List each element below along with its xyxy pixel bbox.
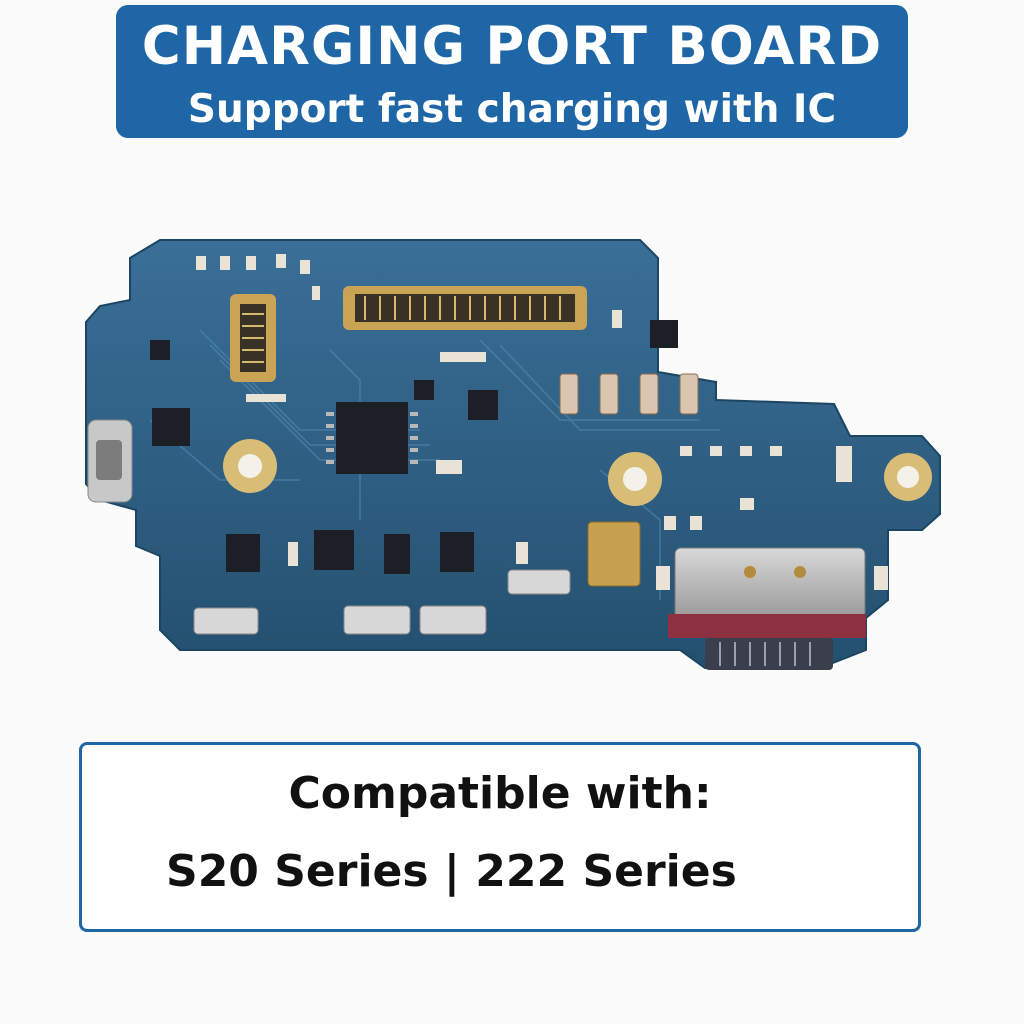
bottom-contacts xyxy=(193,569,571,635)
banner-title: CHARGING PORT BOARD xyxy=(141,16,883,77)
board-to-board-connector-top xyxy=(343,286,587,330)
capacitors xyxy=(559,373,699,415)
compatibility-box: Compatible with: S20 Series | 222 Series xyxy=(79,742,921,932)
microphone xyxy=(587,521,641,587)
compatible-models: S20 Series | 222 Series xyxy=(166,846,737,897)
compatibility-heading: Compatible with: xyxy=(288,768,712,819)
header-banner: CHARGING PORT BOARD Support fast chargin… xyxy=(116,5,908,138)
usb-c-port xyxy=(668,547,866,670)
small-ics xyxy=(150,320,678,574)
board-to-board-connector-left xyxy=(230,294,276,382)
charging-ic-chip xyxy=(326,402,418,474)
product-photo xyxy=(85,239,941,670)
side-port xyxy=(87,419,133,503)
smd-components xyxy=(196,254,888,590)
mounting-hole xyxy=(884,453,932,501)
banner-subtitle: Support fast charging with IC xyxy=(187,87,837,132)
mounting-hole xyxy=(608,452,662,506)
mounting-hole xyxy=(223,439,277,493)
